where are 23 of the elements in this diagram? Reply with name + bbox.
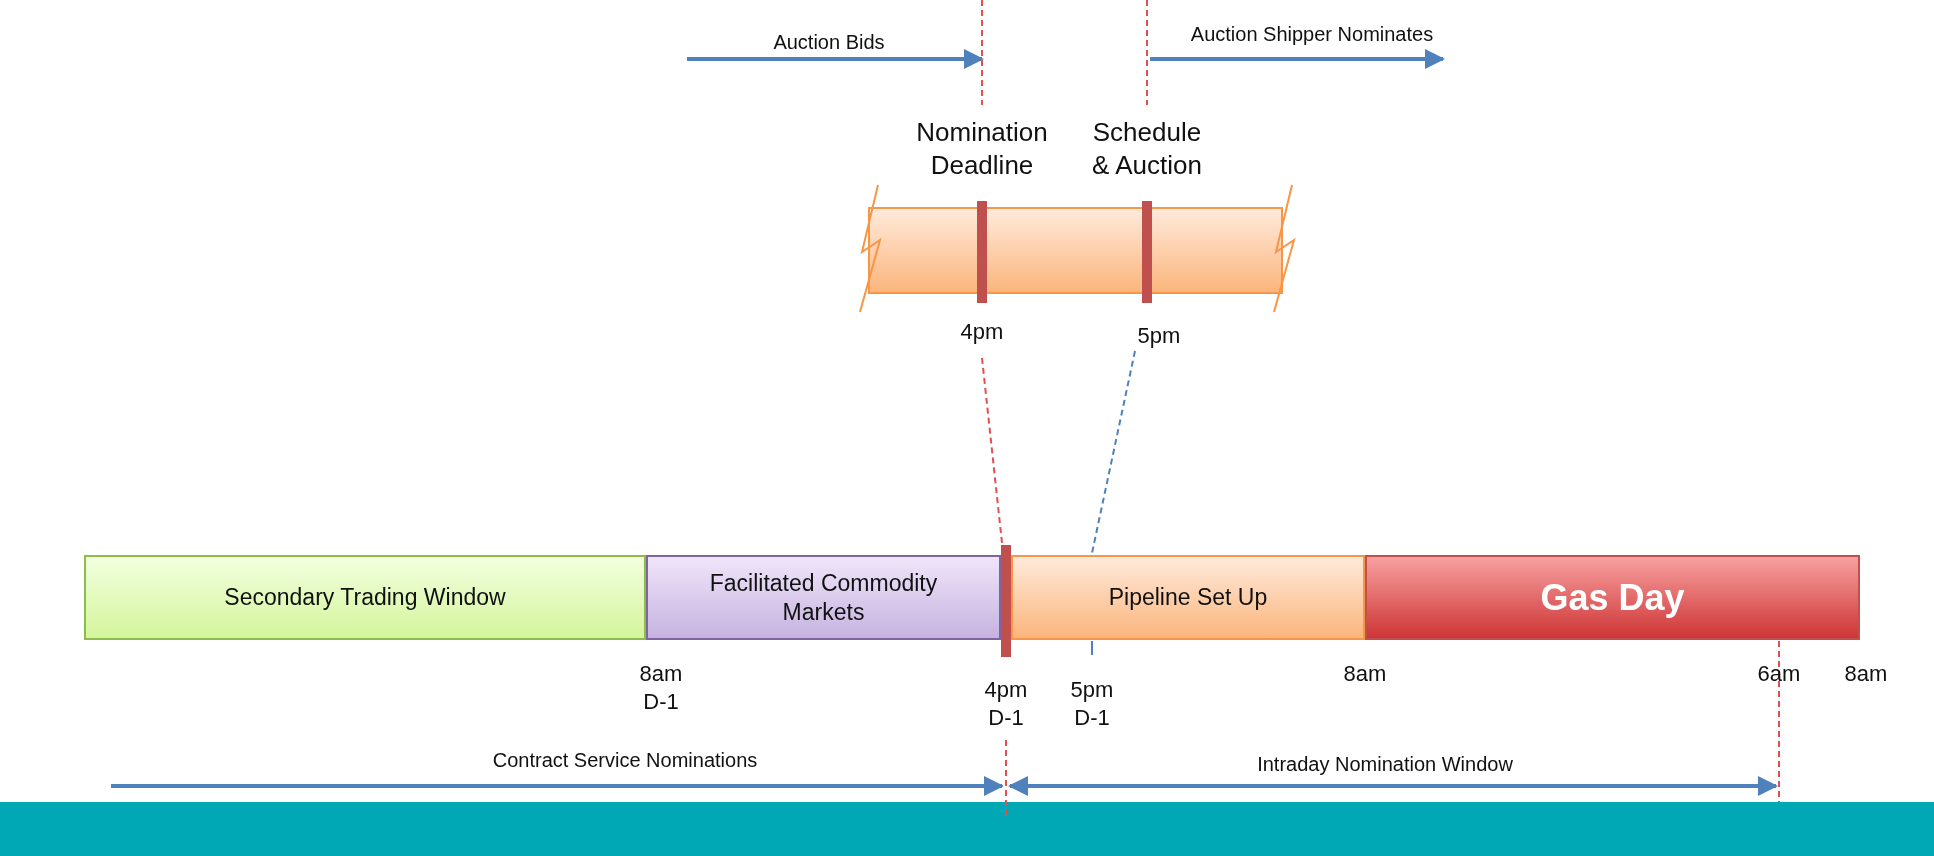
- time-label: Schedule & Auction: [1091, 116, 1203, 181]
- timeline-band: [84, 555, 646, 640]
- time-label: 6am: [1756, 660, 1802, 688]
- timeline-band: [1011, 555, 1365, 640]
- time-label: 8am: [1843, 660, 1889, 688]
- time-label: Auction Bids: [772, 30, 886, 55]
- time-label: Auction Shipper Nominates: [1189, 22, 1435, 47]
- time-label: Nomination Deadline: [915, 116, 1049, 181]
- timeline-band: [646, 555, 1001, 640]
- time-label: 5pm D-1: [1069, 676, 1115, 731]
- time-label: Contract Service Nominations: [491, 748, 759, 773]
- time-label: 4pm: [959, 318, 1005, 346]
- time-label: Intraday Nomination Window: [1256, 752, 1514, 777]
- band-label: Pipeline Set Up: [1108, 583, 1268, 612]
- timeline-band: [1365, 555, 1860, 640]
- time-label: 8am: [1342, 660, 1388, 688]
- time-label: 5pm: [1136, 322, 1182, 350]
- band-label: Secondary Trading Window: [224, 583, 506, 612]
- time-label: 4pm D-1: [983, 676, 1029, 731]
- time-label: 8am D-1: [638, 660, 684, 715]
- band-label: Gas Day: [1540, 576, 1685, 620]
- zoom-box: [868, 207, 1283, 294]
- band-label: Facilitated Commodity Markets: [708, 568, 939, 627]
